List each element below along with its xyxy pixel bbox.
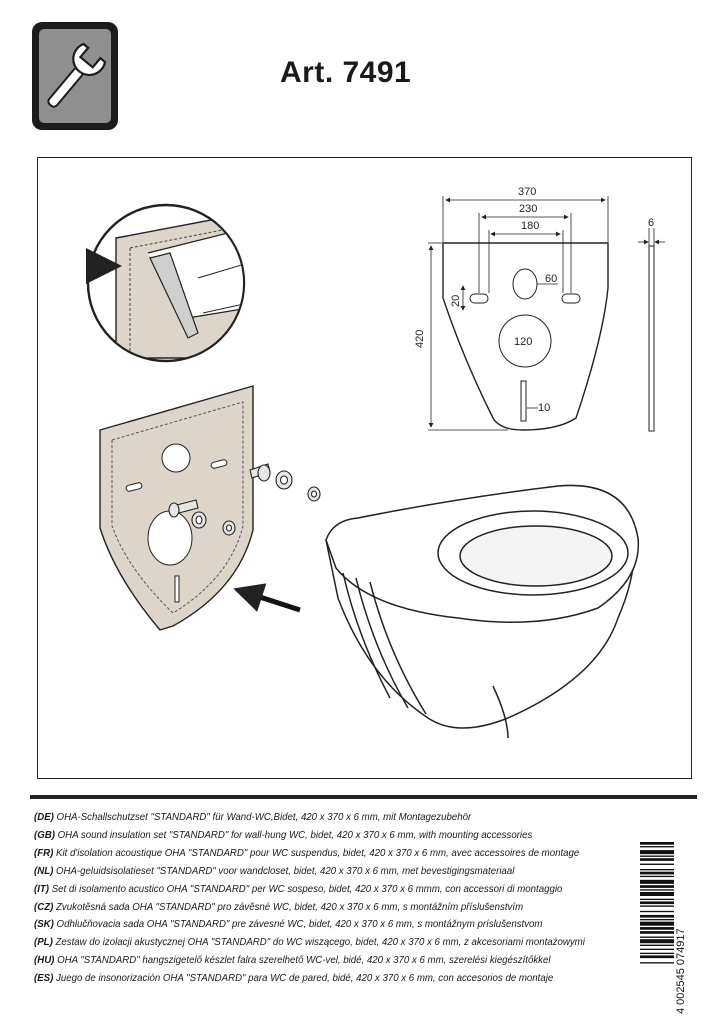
dim-10: 10 bbox=[538, 402, 550, 414]
barcode-bar bbox=[640, 898, 674, 901]
ean-barcode: 4 002545 074917 bbox=[640, 838, 690, 1018]
dim-370: 370 bbox=[518, 186, 536, 198]
technical-drawing-frame: 370 230 180 420 20 60 120 10 6 bbox=[37, 157, 692, 779]
dim-6: 6 bbox=[648, 217, 654, 229]
dim-420: 420 bbox=[414, 330, 426, 348]
barcode-bar bbox=[640, 927, 674, 930]
dim-180-label: 180 bbox=[521, 220, 539, 232]
product-descriptions: (DE) OHA-Schallschutzset "STANDARD" für … bbox=[34, 809, 585, 988]
barcode-bar bbox=[640, 869, 674, 871]
barcode-bar bbox=[640, 944, 674, 946]
barcode-bar bbox=[640, 939, 674, 944]
barcode-bar bbox=[640, 889, 674, 891]
assembly-drawing: 370 230 180 420 20 60 120 10 6 bbox=[86, 186, 665, 739]
dim-230: 230 bbox=[519, 203, 537, 215]
description-pl: (PL) Zestaw do izolacji akustycznej OHA … bbox=[34, 937, 585, 949]
description-de: (DE) OHA-Schallschutzset "STANDARD" für … bbox=[34, 812, 472, 823]
dim-20: 20 bbox=[450, 295, 462, 307]
barcode-digits: 4 002545 074917 bbox=[675, 928, 687, 1014]
description-fr: (FR) Kit d'isolation acoustique OHA "STA… bbox=[34, 847, 580, 859]
plate-side-view: 6 bbox=[638, 217, 665, 432]
barcode-bar bbox=[640, 842, 674, 845]
barcode-bar bbox=[640, 850, 674, 855]
barcode-bar bbox=[640, 948, 674, 950]
wrench-icon bbox=[30, 20, 120, 132]
barcode-bar bbox=[640, 914, 674, 918]
description-es: (ES) Juego de insonorización OHA "STANDA… bbox=[34, 973, 554, 985]
barcode-bar bbox=[640, 931, 674, 934]
barcode-bar bbox=[640, 863, 674, 865]
description-nl: (NL) OHA-geluidsisolatieset "STANDARD" v… bbox=[34, 865, 515, 877]
barcode-bar bbox=[640, 879, 674, 884]
barcode-bar bbox=[640, 875, 674, 878]
description-cz: (CZ) Zvukotěsná sada OHA "STANDARD" pro … bbox=[34, 901, 524, 913]
description-gb: (GB) OHA sound insulation set "STANDARD"… bbox=[34, 829, 533, 841]
barcode-bar bbox=[640, 885, 674, 888]
barcode-bar bbox=[640, 952, 674, 955]
separator-rule bbox=[30, 795, 697, 799]
dim-120: 120 bbox=[514, 336, 532, 348]
barcode-bar bbox=[640, 962, 674, 964]
barcode-bars: 4 002545 074917 bbox=[640, 842, 687, 1014]
description-sk: (SK) Odhlučňovacia sada OHA "STANDARD" p… bbox=[34, 919, 543, 931]
barcode-bar bbox=[640, 955, 674, 959]
barcode-bar bbox=[640, 918, 674, 921]
insulation-panel bbox=[99, 385, 321, 631]
barcode-bar bbox=[640, 871, 674, 875]
barcode-bar bbox=[640, 855, 674, 857]
barcode-bar bbox=[640, 905, 674, 907]
barcode-bar bbox=[640, 910, 674, 913]
dim-60: 60 bbox=[545, 273, 557, 285]
barcode-bar bbox=[640, 921, 674, 926]
plate-front-view: 370 230 180 420 20 60 120 10 bbox=[414, 186, 609, 431]
barcode-bar bbox=[640, 901, 674, 905]
article-title: Art. 7491 bbox=[280, 56, 412, 89]
barcode-bar bbox=[640, 846, 674, 848]
barcode-bar bbox=[640, 891, 674, 896]
description-it: (IT) Set di isolamento acustico OHA "STA… bbox=[34, 883, 563, 895]
barcode-bar bbox=[640, 858, 674, 861]
description-hu: (HU) OHA "STANDARD" hangszigetelő készle… bbox=[34, 955, 551, 967]
barcode-bar bbox=[640, 936, 674, 938]
detail-magnifier bbox=[86, 203, 246, 363]
wall-hung-toilet bbox=[325, 484, 640, 739]
